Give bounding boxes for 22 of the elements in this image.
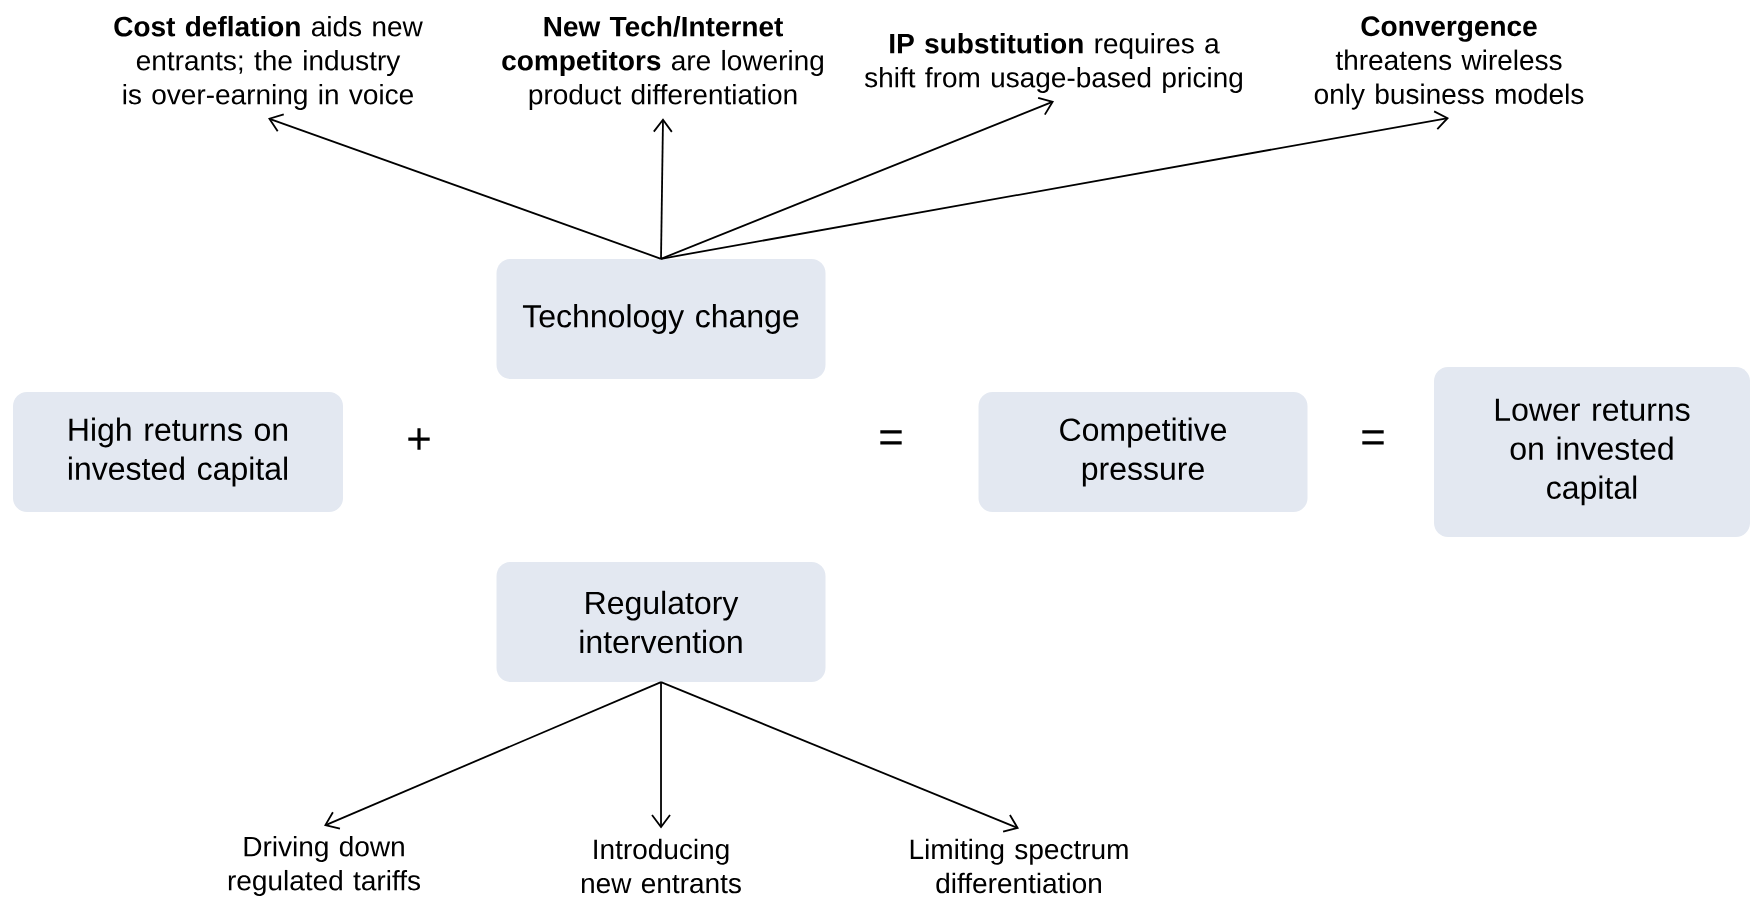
operator-sign: = [880,430,902,445]
operator-sign: + [408,428,430,450]
arrow [324,681,662,830]
arrow [268,113,662,260]
process-box: High returns on invested capital [13,392,343,512]
process-box: Lower returns on invested capital [1434,367,1750,537]
process-box: Technology change [496,259,826,379]
arrow [660,110,1449,260]
process-box: Competitive pressure [978,392,1308,512]
arrow [660,97,1054,260]
note-text: Cost deflation aids new entrants; the industry is over-earning in voice [114,15,423,111]
note-text: IP substitution requires a shift from usage-based pricing [864,32,1242,94]
note-text: Driving down regulated tariffs [228,835,420,897]
operator-sign: = [1362,430,1384,445]
arrow [660,681,1019,833]
note-text: New Tech/Internet competitors are lowering product differentiation [502,15,823,111]
note-text: Convergence threatens wireless only business models [1314,16,1584,110]
process-box: Regulatory intervention [496,562,826,682]
arrow [651,681,671,829]
arrow [652,118,673,260]
note-text: Introducing new entrants [581,838,741,894]
note-text: Limiting spectrum differentiation [910,838,1128,894]
